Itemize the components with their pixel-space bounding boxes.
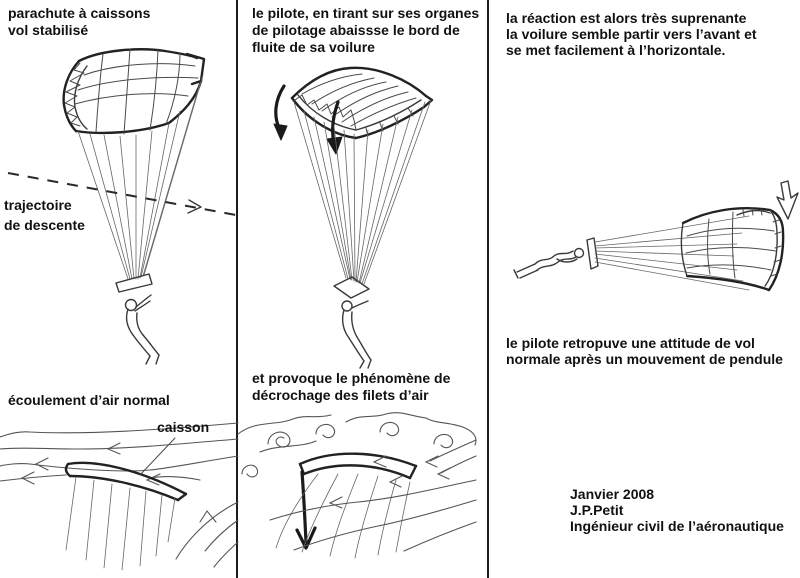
suspension-lines bbox=[77, 74, 204, 280]
signature-block: Janvier 2008 J.P.Petit Ingénieur civil d… bbox=[570, 486, 784, 534]
panel-divider-left bbox=[236, 0, 238, 578]
pilot-figure bbox=[115, 273, 160, 365]
panel-right-title: la réaction est alors très suprenante la… bbox=[506, 10, 757, 58]
horizontal-parachute-drawing bbox=[513, 180, 799, 292]
airflow-caption: écoulement d’air normal bbox=[8, 392, 170, 408]
panel-left-title: parachute à caissons vol stabilisé bbox=[8, 5, 151, 38]
canopy bbox=[680, 207, 785, 292]
panel-divider-right bbox=[487, 0, 489, 578]
canopy bbox=[62, 48, 206, 135]
suspension-lines bbox=[594, 215, 750, 291]
stabilized-parachute-drawing bbox=[7, 48, 237, 365]
panel-right-caption: le pilote retropuve une attitude de vol … bbox=[506, 335, 783, 367]
riser-link bbox=[586, 237, 599, 270]
braking-parachute-drawing bbox=[273, 66, 434, 369]
pilot-figure bbox=[333, 276, 372, 369]
pull-arrows bbox=[273, 84, 343, 155]
suspension-lines bbox=[293, 99, 432, 285]
stalled-airflow-drawing bbox=[237, 412, 477, 559]
hanging-lines bbox=[65, 476, 176, 571]
trajectory-label: trajectoire de descente bbox=[4, 197, 85, 233]
hanging-lines bbox=[275, 473, 411, 559]
streamlines bbox=[0, 422, 239, 486]
down-arrow-hollow bbox=[776, 180, 799, 220]
cell-airfoil bbox=[64, 437, 188, 502]
under-streamlines bbox=[269, 475, 477, 552]
panel-middle-title: le pilote, en tirant sur ses organes de … bbox=[252, 5, 480, 55]
brake-line-arrow bbox=[295, 470, 317, 550]
trajectory-line bbox=[7, 172, 237, 216]
lower-streamlines bbox=[175, 501, 239, 568]
pilot-figure bbox=[513, 247, 585, 279]
canopy bbox=[290, 66, 434, 140]
panel-middle-caption: et provoque le phénomène de décrochage d… bbox=[252, 370, 451, 403]
cell-label: caisson bbox=[157, 419, 210, 435]
turbulence-swirls bbox=[237, 412, 477, 480]
normal-airflow-drawing bbox=[0, 422, 239, 571]
